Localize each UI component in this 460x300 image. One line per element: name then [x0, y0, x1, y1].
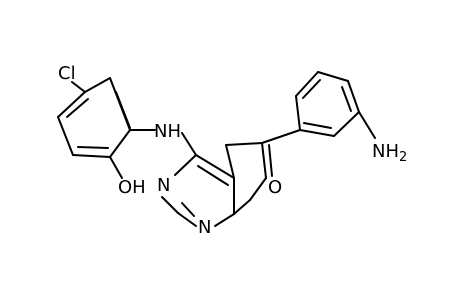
hydroxyl-label: OH: [118, 177, 146, 198]
chlorine-label: Cl: [58, 63, 76, 84]
aminophenyl-ring: [295, 71, 360, 137]
furan-ring: [225, 142, 273, 215]
nh-c4-bond: [181, 132, 197, 156]
c-cl-bond: [71, 81, 86, 93]
pyrimidine-n1-label: N: [198, 217, 211, 238]
c-nh2-bond: [358, 111, 376, 139]
furan-oxygen-label: O: [268, 177, 282, 198]
furan-aryl-bond: [261, 129, 301, 144]
c-oh-bond: [109, 156, 123, 179]
pyrimidine-ring: [161, 154, 235, 227]
amino-label: NH2: [372, 141, 407, 165]
chlorophenol-ring: [57, 77, 131, 158]
pyrimidine-n3-label: N: [157, 175, 170, 196]
amine-linker-label: NH: [154, 121, 181, 142]
